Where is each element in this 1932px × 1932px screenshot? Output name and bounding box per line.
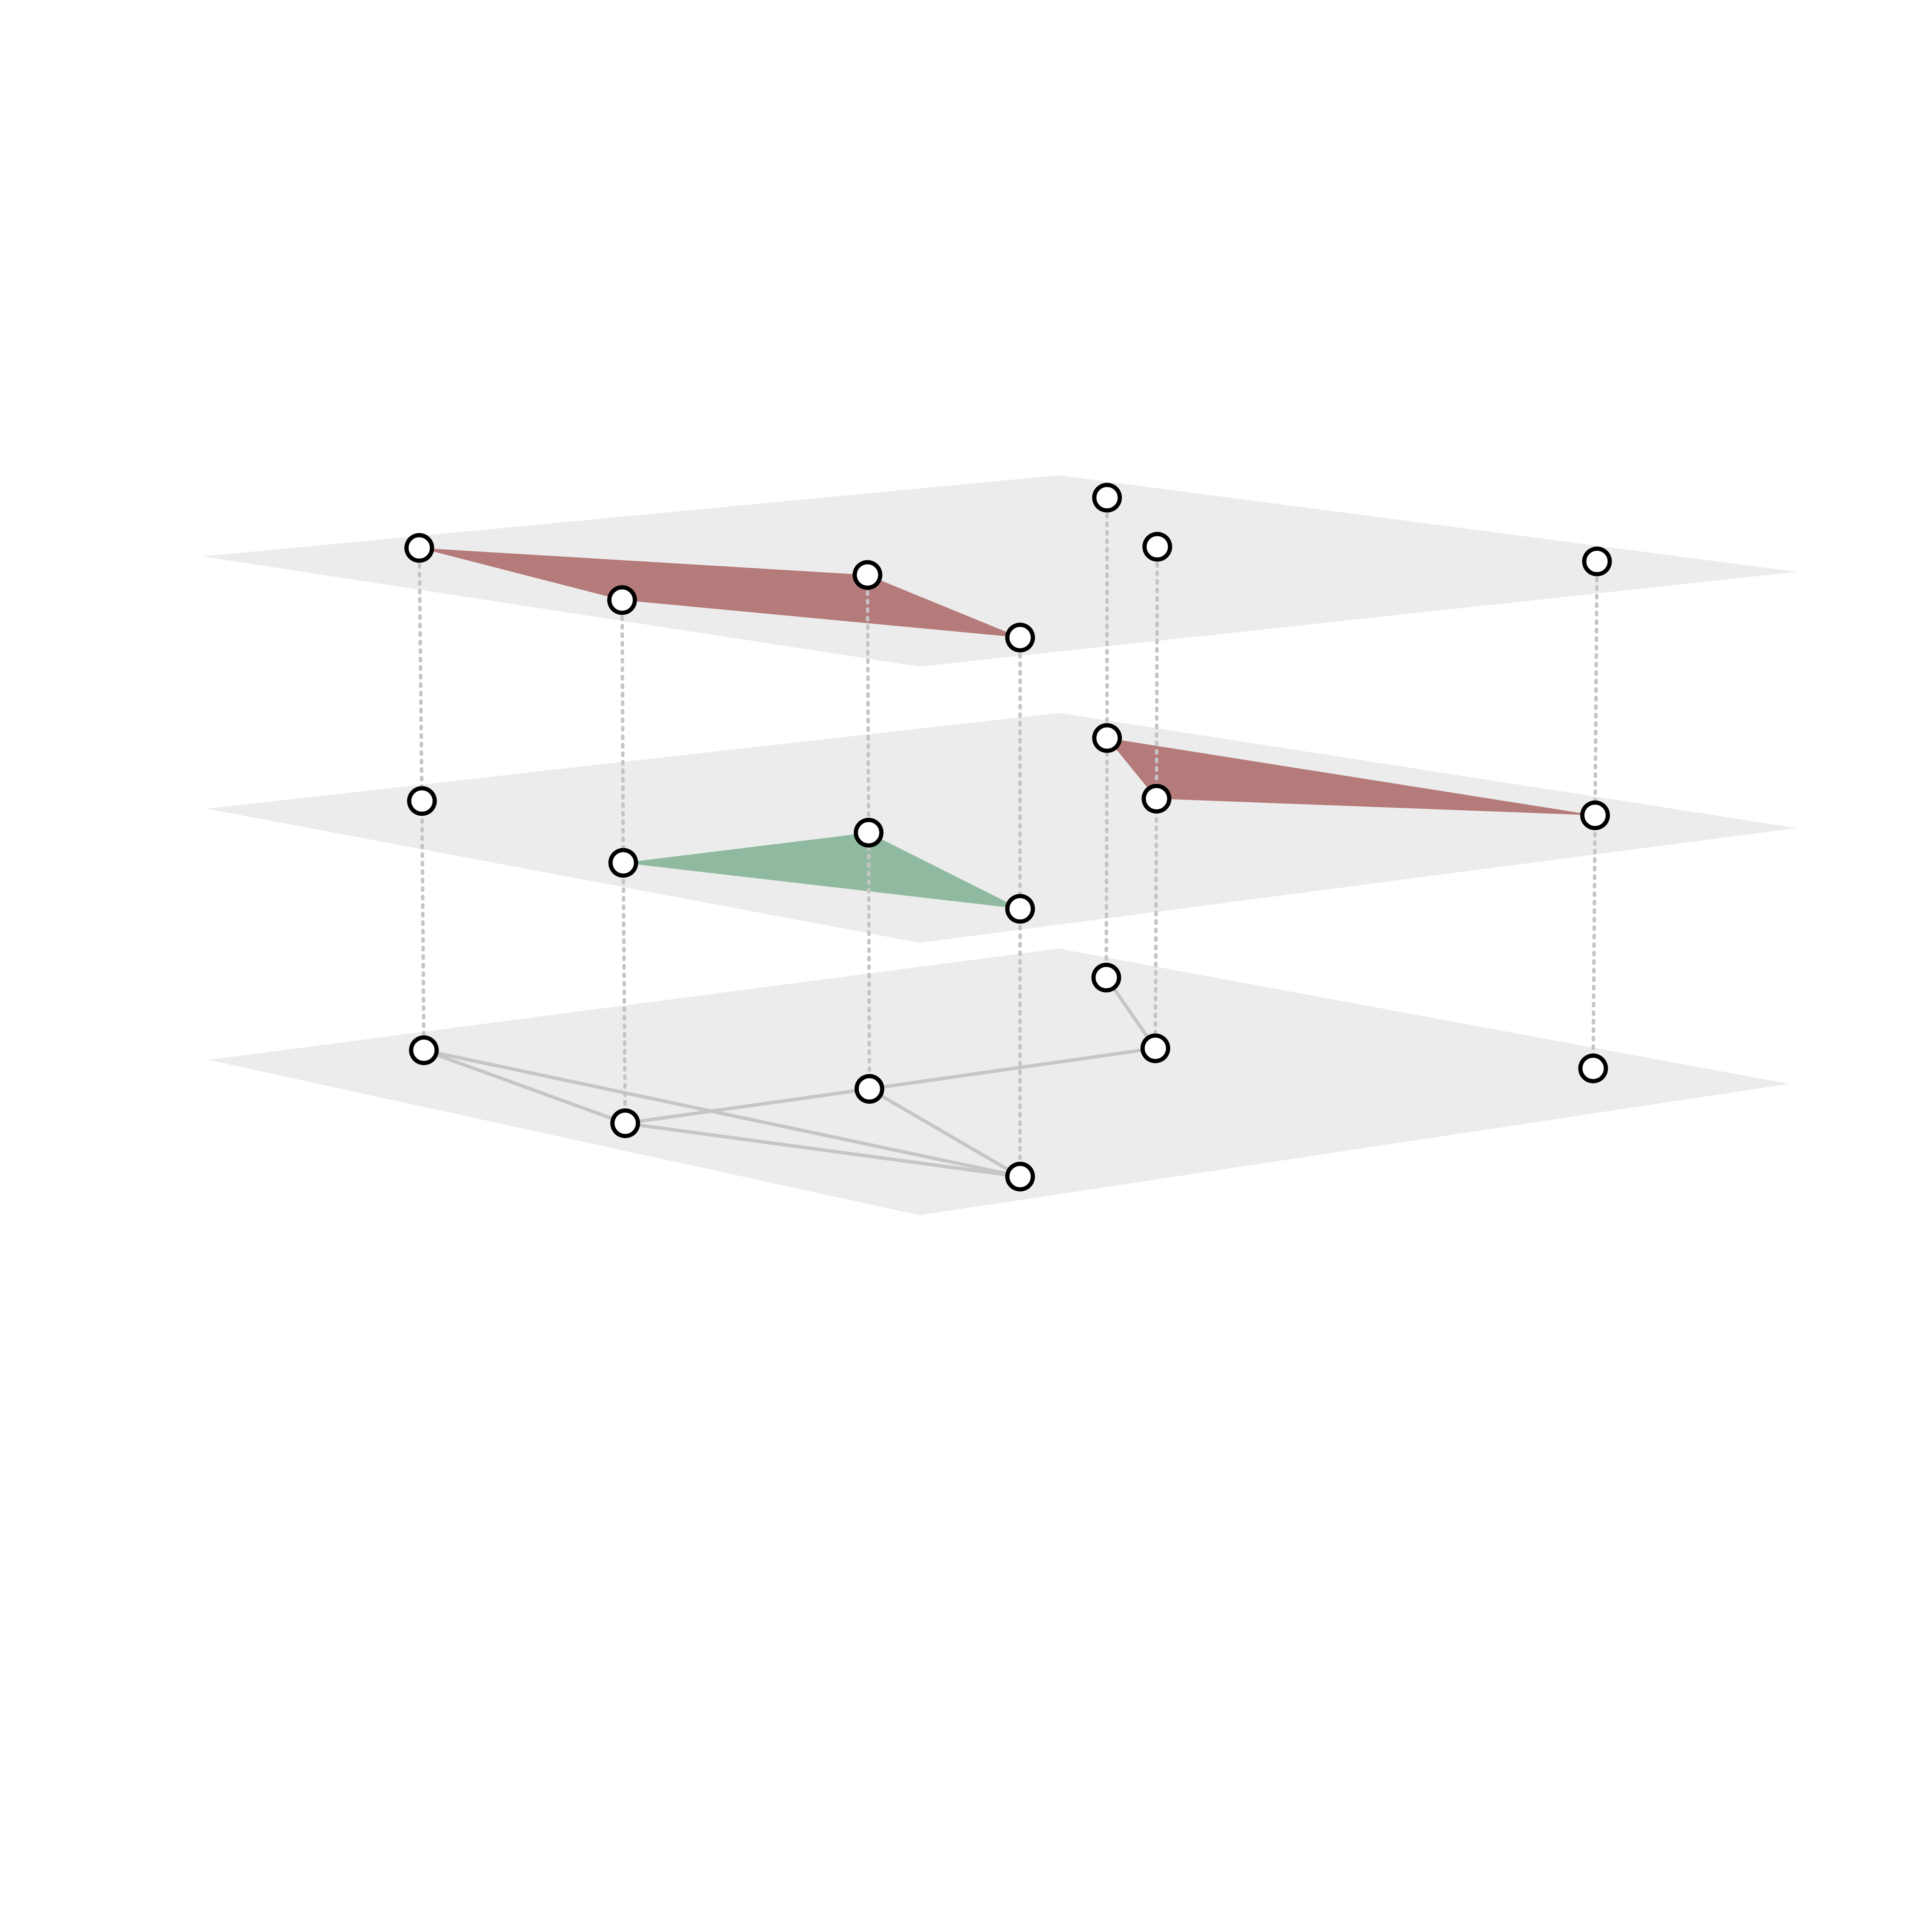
node-t6 <box>1142 532 1172 562</box>
node-b3 <box>854 1074 884 1104</box>
node-b4 <box>1005 1162 1035 1192</box>
node-m5 <box>1092 723 1122 753</box>
connector-6 <box>1153 545 1159 1050</box>
triangle-top-right <box>622 575 1020 638</box>
node-t5 <box>1092 483 1122 513</box>
triangle-middle-green <box>623 833 1020 909</box>
node-t2 <box>607 585 637 615</box>
edge-b3-b4 <box>867 1087 1022 1179</box>
layer-plane-bottom <box>209 949 1789 1215</box>
node-t4 <box>1005 622 1035 653</box>
nodes-bottom-layer <box>409 963 1608 1192</box>
node-m7 <box>1580 800 1610 830</box>
layer-plane-top <box>203 475 1797 667</box>
edge-b3-b6 <box>867 1046 1157 1091</box>
node-b6 <box>1140 1033 1170 1063</box>
node-b2 <box>610 1108 640 1138</box>
node-b1 <box>409 1035 439 1065</box>
edge-b2-b4 <box>623 1121 1022 1179</box>
edge-b2-b3 <box>623 1087 871 1125</box>
connector-1 <box>417 546 426 1052</box>
node-m2 <box>608 848 638 878</box>
triangle-middle-red <box>1107 738 1595 815</box>
edge-b1-b4 <box>422 1048 1022 1179</box>
nodes-top-layer <box>404 483 1612 653</box>
node-m6 <box>1141 784 1172 814</box>
node-t7 <box>1582 546 1612 577</box>
edge-b1-b2 <box>422 1048 627 1125</box>
node-m4 <box>1005 894 1035 924</box>
nodes-middle-layer <box>407 723 1610 924</box>
node-m1 <box>407 786 437 816</box>
node-m3 <box>854 818 884 848</box>
node-t1 <box>404 533 434 563</box>
node-t3 <box>852 560 883 590</box>
node-b7 <box>1578 1053 1608 1083</box>
triangles <box>419 548 1595 909</box>
layer-plane-middle <box>207 713 1797 943</box>
node-b5 <box>1091 963 1121 993</box>
triangle-top-left <box>419 548 867 600</box>
